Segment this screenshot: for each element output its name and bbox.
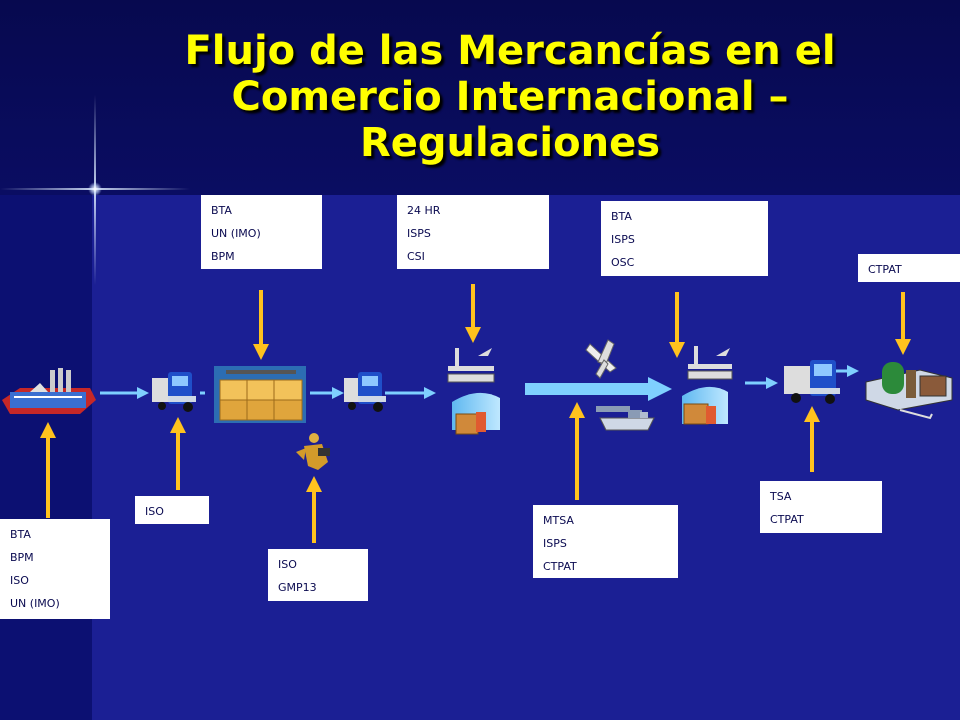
port-terminal-icon — [447, 348, 495, 383]
regulation-item: CSI — [407, 250, 425, 263]
regulation-item: BPM — [211, 250, 235, 263]
regulation-item: 24 HR — [407, 204, 441, 217]
regulation-box-origin: BTA BPM ISO UN (IMO) — [0, 519, 110, 619]
sparkle-icon — [88, 182, 102, 196]
content-area — [92, 195, 960, 720]
regulation-item: BTA — [611, 210, 632, 223]
header-band — [0, 0, 960, 195]
regulation-item: UN (IMO) — [211, 227, 261, 240]
truck-icon — [152, 372, 196, 412]
regulation-item: MTSA — [543, 514, 574, 527]
airplane-icon — [585, 339, 617, 379]
regulation-item: UN (IMO) — [10, 597, 60, 610]
truck-icon — [784, 360, 840, 404]
port-terminal-icon — [687, 346, 733, 380]
regulation-item: OSC — [611, 256, 635, 269]
container-icon — [452, 392, 500, 435]
regulation-arrows — [40, 284, 911, 543]
regulation-item: CTPAT — [543, 560, 577, 573]
regulation-item: ISPS — [543, 537, 567, 550]
regulation-box-inspection: ISO GMP13 — [268, 549, 368, 601]
flow-arrow-main — [525, 377, 672, 401]
regulation-item: ISO — [145, 505, 164, 518]
office-building-icon — [865, 362, 953, 420]
regulation-item: BTA — [211, 204, 232, 217]
page-title: Flujo de las Mercancías en el Comercio I… — [184, 28, 836, 166]
regulation-box-warehouse: BTA UN (IMO) BPM — [201, 195, 322, 269]
regulation-item: ISO — [10, 574, 29, 587]
regulation-box-truck: ISO — [135, 496, 209, 524]
flow-arrows — [100, 365, 859, 401]
regulation-item: CTPAT — [868, 263, 902, 276]
regulation-item: TSA — [770, 490, 792, 503]
regulation-item: ISPS — [611, 233, 635, 246]
regulation-item: BPM — [10, 551, 34, 564]
factory-icon — [2, 368, 96, 414]
container-icon — [682, 386, 728, 425]
warehouse-pallets-icon — [214, 366, 306, 423]
ship-icon — [596, 406, 655, 431]
regulation-item: ISPS — [407, 227, 431, 240]
regulation-item: ISO — [278, 558, 297, 571]
regulation-box-transport: MTSA ISPS CTPAT — [533, 505, 678, 578]
inspector-icon — [296, 433, 330, 470]
regulation-box-destination: CTPAT — [858, 254, 960, 282]
regulation-item: BTA — [10, 528, 31, 541]
regulation-item: CTPAT — [770, 513, 804, 526]
regulation-item: GMP13 — [278, 581, 317, 594]
regulation-box-export-port: 24 HR ISPS CSI — [397, 195, 549, 269]
regulation-box-inland-truck: TSA CTPAT — [760, 481, 882, 533]
regulation-box-import-port: BTA ISPS OSC — [601, 201, 768, 276]
truck-icon — [344, 372, 386, 412]
